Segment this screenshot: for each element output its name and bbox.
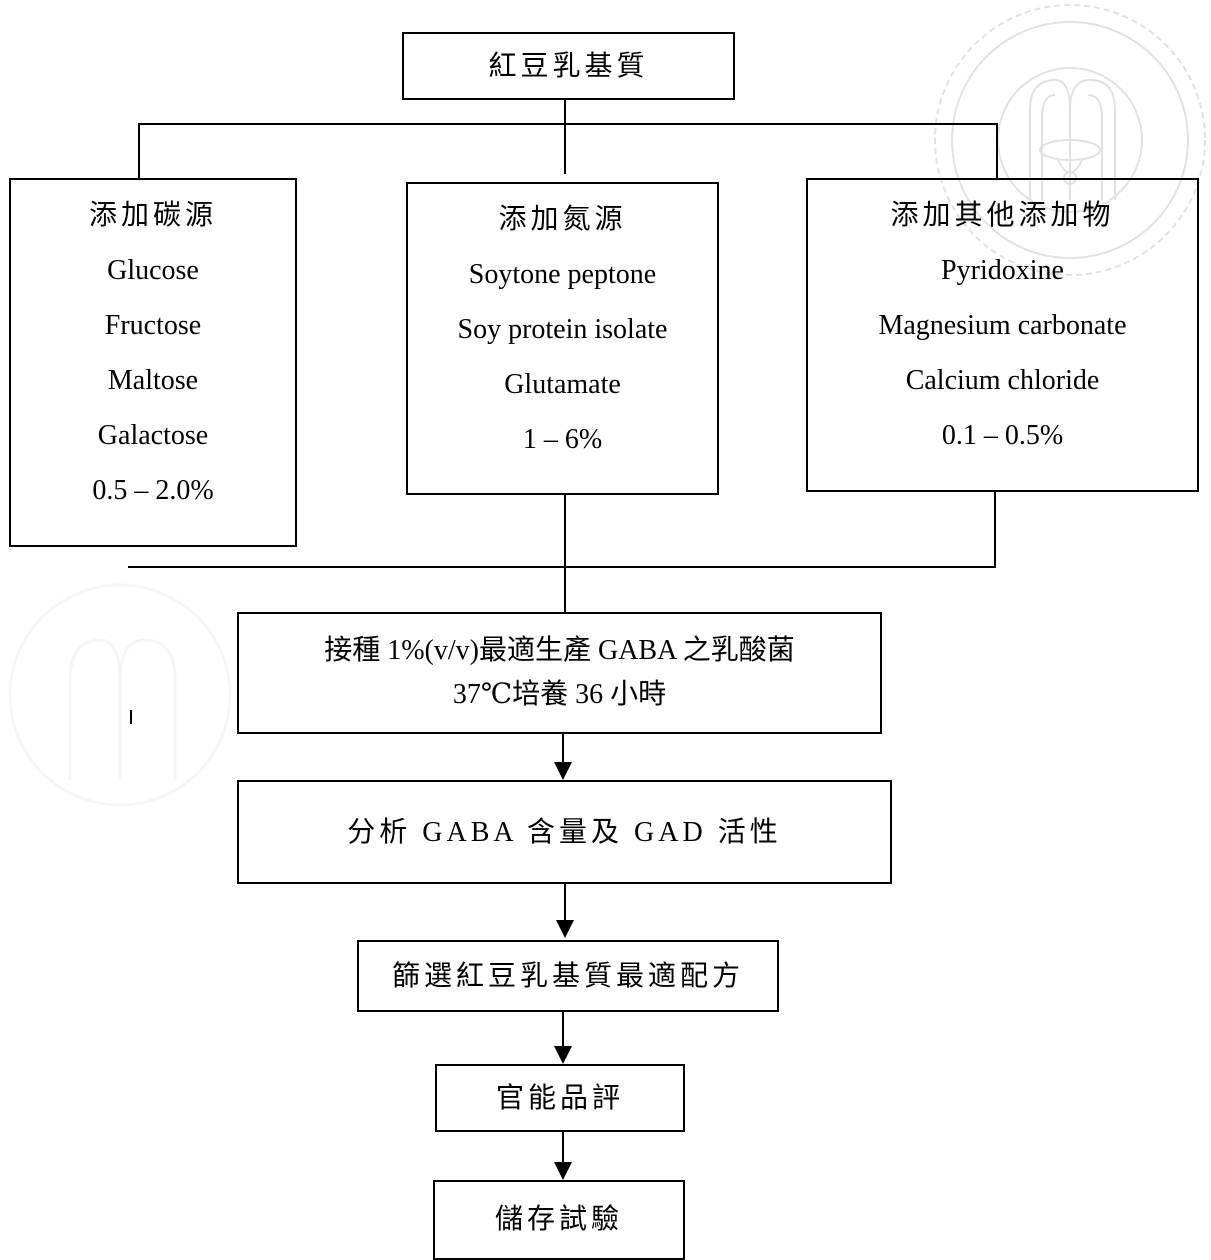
arrowhead-1 [554,762,572,780]
analysis-label: 分析 GABA 含量及 GAD 活性 [347,816,782,848]
sensory-label: 官能品評 [495,1082,624,1114]
arrow-shaft-4 [562,1132,564,1164]
root-box: 紅豆乳基質 [402,32,735,100]
text-cursor-mark [130,710,132,724]
carbon-title: 添加碳源 [88,200,217,231]
carbon-range: 0.5 – 2.0% [92,475,214,506]
storage-box: 儲存試驗 [433,1180,685,1260]
nitrogen-item-1: Soytone peptone [468,259,657,290]
carbon-item-3: Maltose [107,365,199,396]
sensory-box: 官能品評 [435,1064,685,1132]
nitrogen-item-3: Glutamate [504,369,621,400]
connector-to-other [996,123,998,178]
arrow-shaft-2 [564,884,566,922]
inoculation-box: 接種 1%(v/v)最適生產 GABA 之乳酸菌 37℃培養 36 小時 [237,612,882,734]
other-item-3: Calcium chloride [905,365,1100,396]
screening-label: 篩選紅豆乳基質最適配方 [391,960,744,992]
carbon-item-2: Fructose [104,310,202,341]
connector-merge-bar [128,566,996,568]
nitrogen-item-2: Soy protein isolate [457,314,668,345]
connector-other-down [994,492,996,567]
storage-label: 儲存試驗 [494,1204,623,1235]
carbon-item-4: Galactose [97,420,209,451]
other-range: 0.1 – 0.5% [941,420,1064,451]
screening-box: 篩選紅豆乳基質最適配方 [357,940,779,1012]
other-item-1: Pyridoxine [941,255,1064,286]
connector-to-carbon [138,123,140,178]
analysis-box: 分析 GABA 含量及 GAD 活性 [237,780,892,884]
carbon-item-1: Glucose [107,255,199,286]
nitrogen-range: 1 – 6% [522,424,603,455]
arrow-shaft-1 [562,734,564,764]
connector-top-bar [138,123,998,125]
arrowhead-4 [554,1162,572,1180]
connector-root-down [564,100,566,174]
nitrogen-title: 添加氮源 [498,204,627,235]
root-label: 紅豆乳基質 [488,50,649,82]
arrowhead-2 [556,920,574,938]
other-item-2: Magnesium carbonate [878,310,1127,341]
inoculation-line-1: 接種 1%(v/v)最適生產 GABA 之乳酸菌 [324,635,795,666]
connector-nitrogen-down [564,495,566,612]
inoculation-line-2: 37℃培養 36 小時 [452,679,667,710]
faint-seal-watermark [8,583,232,807]
arrow-shaft-3 [562,1012,564,1048]
nitrogen-box: 添加氮源 Soytone peptone Soy protein isolate… [406,182,719,495]
other-title: 添加其他添加物 [890,200,1115,231]
arrowhead-3 [554,1046,572,1064]
other-box: 添加其他添加物 Pyridoxine Magnesium carbonate C… [806,178,1199,492]
carbon-box: 添加碳源 Glucose Fructose Maltose Galactose … [9,178,297,547]
